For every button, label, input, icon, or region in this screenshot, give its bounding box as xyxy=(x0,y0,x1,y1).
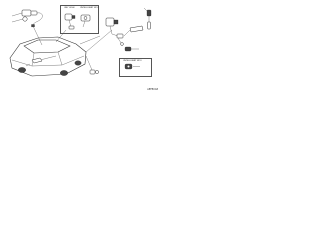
ignition-cylinder-assembly[interactable] xyxy=(11,9,43,28)
keyless-parts xyxy=(64,13,91,30)
key-blank[interactable] xyxy=(124,46,139,52)
parts-diagram xyxy=(9,7,152,77)
door-handle-part[interactable] xyxy=(25,57,43,67)
key-fob-top[interactable] xyxy=(143,7,152,30)
leader-lines xyxy=(32,25,113,71)
intelligent-key-label: (INTELLIGENT KEY) xyxy=(80,6,99,9)
keyless-label: (KEY LESS) xyxy=(64,6,75,9)
trunk-lock-part[interactable] xyxy=(89,69,99,75)
diagram-id: A8FB0A8 xyxy=(147,88,158,91)
intelligent-key-box: (INTELLIGENT KEY) xyxy=(119,58,152,77)
vehicle-body xyxy=(9,36,87,77)
handle-part-right[interactable] xyxy=(123,25,144,37)
keyless-box: (KEY LESS) (INTELLIGENT KEY) xyxy=(60,5,99,34)
intelligent-key-box-label: (INTELLIGENT KEY) xyxy=(123,59,142,62)
door-lock-cylinder-assembly[interactable] xyxy=(105,17,124,46)
intelligent-key-fob[interactable] xyxy=(124,63,140,70)
